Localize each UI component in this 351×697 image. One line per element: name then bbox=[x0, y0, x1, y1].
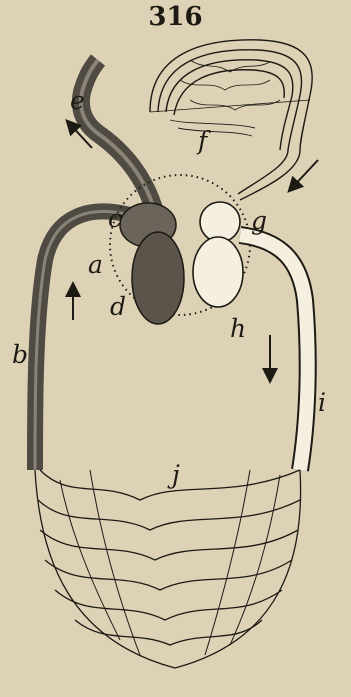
label-g: g bbox=[251, 208, 267, 233]
figure-number: 316 bbox=[0, 2, 351, 32]
left-atrium-g bbox=[200, 202, 240, 242]
label-j: j bbox=[172, 462, 180, 487]
left-ventricle-h bbox=[193, 237, 243, 307]
heart bbox=[120, 202, 243, 324]
label-c: c bbox=[108, 206, 122, 231]
label-e: e bbox=[70, 88, 85, 113]
upper-capillary-network bbox=[150, 40, 312, 200]
label-a: a bbox=[88, 252, 103, 277]
label-h: h bbox=[230, 316, 246, 341]
label-b: b bbox=[12, 342, 28, 367]
label-f: f bbox=[198, 128, 207, 153]
label-d: d bbox=[110, 294, 126, 319]
right-ventricle-d bbox=[132, 232, 184, 324]
lower-capillary-network bbox=[35, 470, 301, 668]
light-artery-i bbox=[240, 235, 308, 470]
label-i: i bbox=[318, 390, 326, 415]
dark-vein-b bbox=[35, 211, 130, 470]
